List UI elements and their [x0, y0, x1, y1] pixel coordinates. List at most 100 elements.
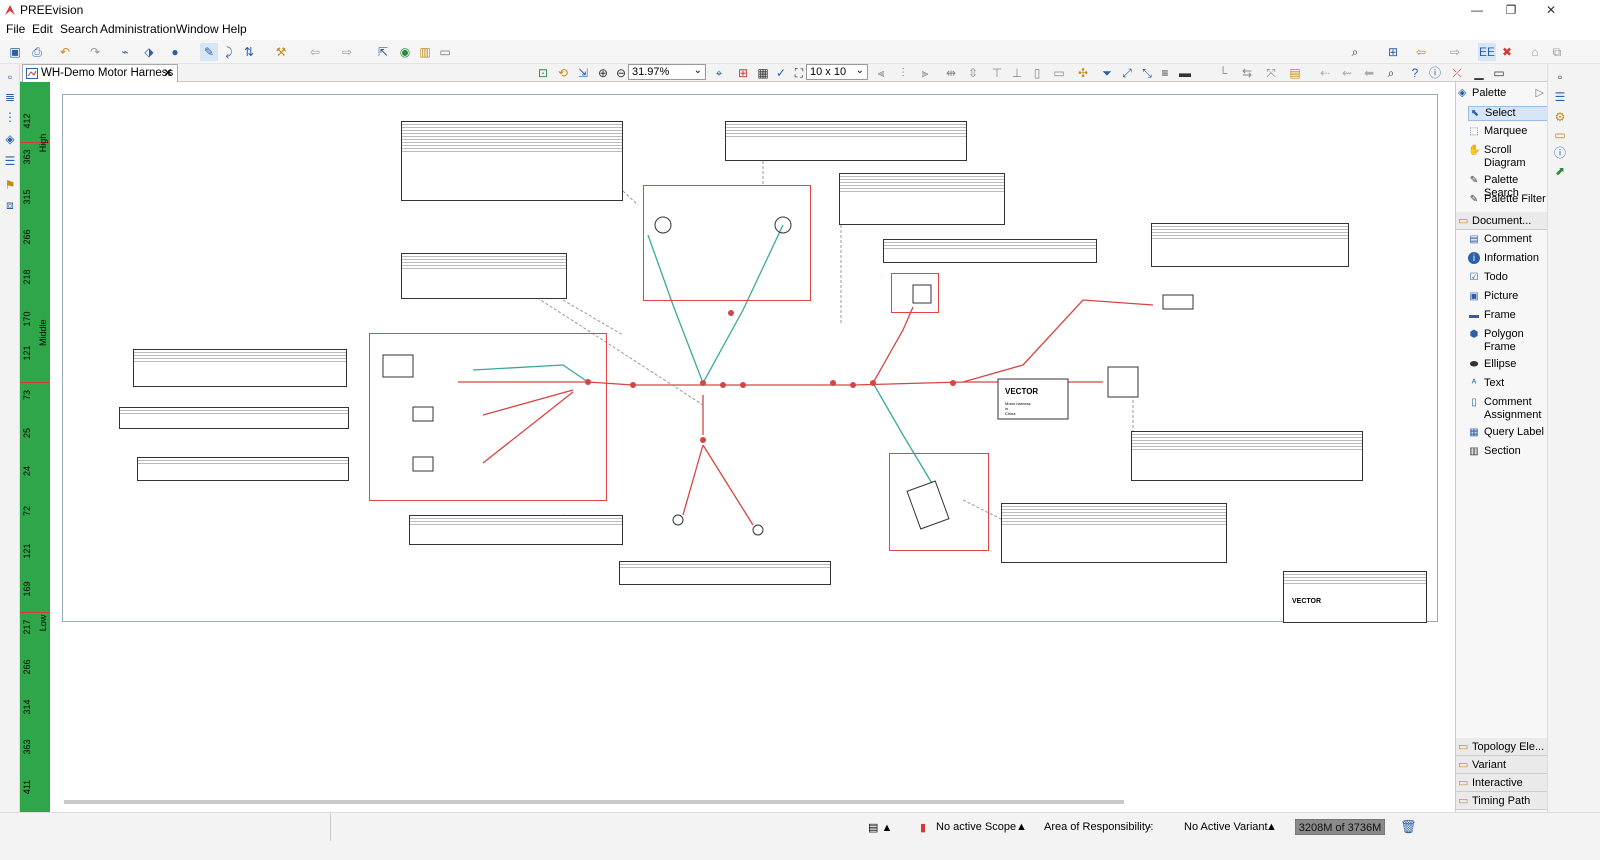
- view-list-icon[interactable]: ☰: [1554, 90, 1566, 104]
- drawer-topology[interactable]: ▭Topology Ele...: [1456, 738, 1548, 756]
- component-frame[interactable]: [891, 273, 939, 313]
- doc-item-polygon-frame[interactable]: ⬢Polygon Frame: [1468, 328, 1538, 354]
- layers-icon[interactable]: ⧈: [6, 198, 14, 212]
- cancel-red-icon[interactable]: ✖: [1501, 45, 1513, 59]
- info-icon[interactable]: ⓘ: [1428, 66, 1441, 80]
- palette-header[interactable]: ◈ Palette ▷: [1456, 84, 1548, 102]
- export-icon[interactable]: ⇲: [577, 66, 589, 80]
- connector-table[interactable]: [619, 561, 831, 585]
- connector-table[interactable]: [839, 173, 1005, 225]
- menu-edit[interactable]: Edit: [32, 22, 53, 36]
- drawer-variant[interactable]: ▭Variant Condit...: [1456, 756, 1548, 789]
- tree-icon[interactable]: ⋮: [4, 110, 16, 124]
- doc-item-picture[interactable]: ▣Picture: [1468, 290, 1548, 303]
- grid-size-combo[interactable]: 10 x 10 ⌄: [806, 64, 868, 80]
- connector-table[interactable]: [401, 253, 567, 299]
- harness-diagram-sheet[interactable]: VECTOR Motor harness in China VECTOR: [62, 94, 1438, 623]
- connector-table[interactable]: [133, 349, 347, 387]
- filter-icon[interactable]: ⏷: [1102, 66, 1112, 80]
- doc-item-comment[interactable]: ▤Comment: [1468, 233, 1548, 246]
- tab-wh-demo-motor-harness[interactable]: WH-Demo Motor Harness ✕: [22, 64, 178, 82]
- menu-window[interactable]: Window: [176, 22, 219, 36]
- collapse-arrow-icon[interactable]: ▷: [1535, 87, 1544, 99]
- scope-status[interactable]: No active Scope: [936, 821, 1017, 833]
- frame-icon[interactable]: ⛶: [794, 66, 804, 80]
- tool-scroll-diagram[interactable]: ✋Scroll Diagram: [1468, 144, 1540, 170]
- view-folder-icon[interactable]: ▭: [1554, 128, 1566, 142]
- drawer-document[interactable]: ▭ Document...: [1456, 212, 1548, 230]
- heap-status[interactable]: 3208M of 3736M: [1295, 819, 1385, 835]
- same-width-icon[interactable]: ▭: [1053, 66, 1065, 80]
- tool-select[interactable]: ⬉Select: [1468, 106, 1548, 121]
- brush-icon[interactable]: ⚒: [275, 45, 287, 59]
- menu-file[interactable]: File: [6, 22, 26, 36]
- chevron-down-icon[interactable]: ⌄: [693, 65, 702, 76]
- tool-marquee[interactable]: ⬚Marquee: [1468, 125, 1548, 138]
- monitor-icon[interactable]: ▭: [439, 45, 451, 59]
- doc-item-comment-assignment[interactable]: ▯Comment Assignment: [1468, 396, 1548, 422]
- ee-perspective-icon[interactable]: EE: [1478, 43, 1496, 61]
- connector-table[interactable]: [409, 515, 623, 545]
- route-ortho-icon[interactable]: ⤡: [1142, 66, 1152, 80]
- perspective-icon[interactable]: ⊞: [1387, 45, 1399, 59]
- route-icon[interactable]: ⤸: [225, 45, 233, 59]
- horizontal-scrollbar[interactable]: [64, 800, 1124, 804]
- minimize-button[interactable]: —: [1471, 3, 1483, 17]
- doc-item-todo[interactable]: ☑Todo: [1468, 271, 1548, 284]
- highlight-icon[interactable]: ▤: [1289, 66, 1301, 80]
- maximize-editor-icon[interactable]: ▭: [1493, 66, 1505, 80]
- connector-table[interactable]: [1131, 431, 1363, 481]
- book-icon[interactable]: ▥: [419, 45, 431, 59]
- drawer-interactive[interactable]: ▭Interactive: [1456, 774, 1548, 792]
- minimize-view-icon[interactable]: ▫: [7, 70, 13, 84]
- forward-icon[interactable]: ⇨: [341, 45, 353, 59]
- pin-icon[interactable]: ⤫: [1452, 66, 1462, 80]
- ruler-toggle-icon[interactable]: ⊞: [737, 66, 749, 80]
- fit-icon[interactable]: ⊡: [537, 66, 549, 80]
- pen-icon[interactable]: ✎: [200, 43, 218, 61]
- connector-icon[interactable]: └: [1218, 66, 1228, 80]
- arrange-icon[interactable]: ⇆: [1241, 66, 1253, 80]
- drawer-timing-path[interactable]: ▭Timing Path: [1456, 792, 1548, 810]
- nav-back-icon[interactable]: ⇦: [1415, 45, 1427, 59]
- variant-status[interactable]: No Active Variant: [1184, 821, 1268, 833]
- doc-item-query-label[interactable]: ▦Query Label: [1468, 426, 1548, 439]
- doc-item-section[interactable]: ▥Section: [1468, 445, 1548, 458]
- book-status-icon[interactable]: ▤ ▲: [868, 822, 893, 834]
- refresh-icon[interactable]: ⟲: [557, 66, 569, 80]
- search-diagram-icon[interactable]: ⌕: [1387, 66, 1395, 80]
- globe-search-icon[interactable]: ◉: [399, 45, 411, 59]
- layout-icon[interactable]: ⬗: [144, 45, 154, 59]
- external-icon[interactable]: ⇱: [377, 45, 389, 59]
- spell-icon[interactable]: ✓: [775, 66, 787, 80]
- arrow-left-icon[interactable]: ⇠: [1319, 66, 1331, 80]
- component-frame[interactable]: [369, 333, 607, 501]
- distribute-h-icon[interactable]: ⇹: [945, 66, 957, 80]
- shape-icon[interactable]: ●: [171, 45, 179, 59]
- scope-arrow-icon[interactable]: ▲: [1016, 821, 1027, 833]
- undo-icon[interactable]: ↶: [59, 45, 71, 59]
- nav-forward-icon[interactable]: ⇨: [1449, 45, 1461, 59]
- align-top-icon[interactable]: ⊤: [991, 66, 1003, 80]
- help-icon[interactable]: ?: [1411, 66, 1419, 80]
- menu-search[interactable]: Search: [60, 22, 99, 36]
- variant-arrow-icon[interactable]: ▲: [1266, 821, 1277, 833]
- connector-table[interactable]: [1151, 223, 1349, 267]
- align-icon[interactable]: ⇅: [243, 45, 255, 59]
- minimize-editor-icon[interactable]: ▁: [1474, 66, 1484, 80]
- same-size-icon[interactable]: ▯: [1033, 66, 1041, 80]
- list-icon[interactable]: ☰: [4, 154, 16, 168]
- search-icon[interactable]: ⌕: [1351, 45, 1359, 59]
- zoom-combo[interactable]: 31.97% ⌄: [628, 64, 706, 80]
- connector-table[interactable]: [725, 121, 967, 161]
- connector-table[interactable]: [401, 121, 623, 201]
- connector-table[interactable]: [1001, 503, 1227, 563]
- connector-table[interactable]: [137, 457, 349, 481]
- home-icon[interactable]: ⌂: [1531, 45, 1539, 59]
- lines-icon[interactable]: ≡: [1161, 66, 1169, 80]
- snap-icon[interactable]: ⌖: [715, 66, 723, 80]
- doc-item-ellipse[interactable]: ⬬Ellipse: [1468, 358, 1548, 371]
- maximize-button[interactable]: ❐: [1505, 3, 1517, 17]
- properties-icon[interactable]: ◈: [5, 132, 15, 146]
